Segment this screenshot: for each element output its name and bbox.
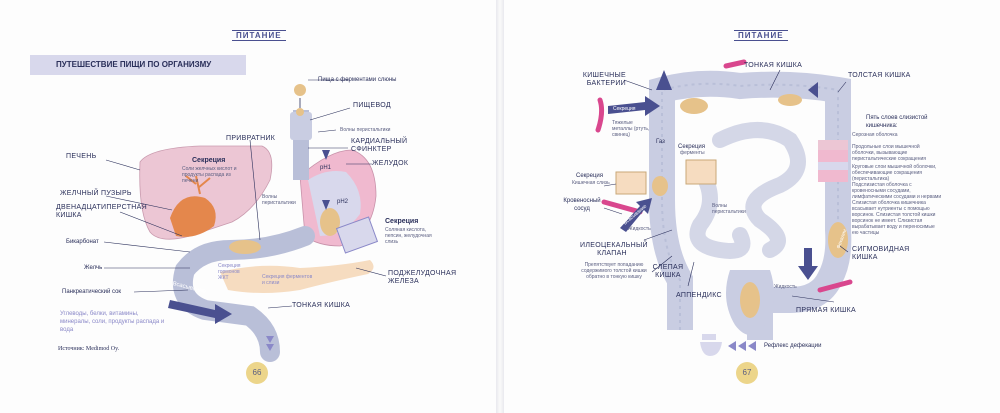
section-header-left: ПИТАНИЕ — [232, 30, 286, 41]
label-secretion-stomach-title: Секреция — [385, 218, 419, 225]
label-peristalsis-waves: Волны перистальтики — [340, 127, 391, 133]
label-peristalsis-right: Волны перистальтики — [712, 203, 746, 215]
pancreas-shape — [220, 260, 374, 293]
label-secretion-enzymes-title: Секреция — [678, 144, 706, 150]
label-large-intestine: ТОЛСТАЯ КИШКА — [848, 72, 911, 79]
label-bicarbonate: Бикарбонат — [66, 239, 99, 245]
book-gutter — [496, 0, 504, 413]
label-secretion-mucus-title: Секреция — [576, 173, 604, 179]
label-rectum: ПРЯМАЯ КИШКА — [796, 307, 856, 314]
label-ileocecal-valve: ИЛЕОЦЕКАЛЬНЫЙ КЛАПАН — [580, 242, 648, 257]
food-bolus — [294, 84, 306, 96]
mucosa-layers-block — [818, 140, 848, 182]
label-secretion-enzymes-text: ферменты — [680, 150, 705, 156]
label-secretion-arrow: Секреция — [613, 106, 636, 112]
absorption-arrow-left — [168, 300, 232, 324]
page-number-right: 67 — [736, 362, 758, 384]
label-gas: Газ — [656, 139, 665, 145]
label-valve-note: Препятствует попаданию содержимого толст… — [581, 262, 647, 280]
absorption-arrow-right — [620, 198, 652, 232]
label-secretion-bile-text: Соли желчных кислот и продукты распада и… — [182, 166, 237, 184]
label-esophagus: ПИЩЕВОД — [353, 102, 391, 109]
label-liquid-2: Жидкость — [774, 284, 797, 290]
layer-item: Продольные слои мышечной оболочки, вызыв… — [852, 144, 927, 162]
layer-item: Подслизистая оболочка с кровеносными сос… — [852, 182, 942, 200]
layer-item: Круговые слои мышечной оболочки, обеспеч… — [852, 164, 937, 182]
secretion-arrow — [608, 96, 660, 116]
layer-item: Серозная оболочка — [852, 132, 898, 138]
label-pancreas: ПОДЖЕЛУДОЧНАЯ ЖЕЛЕЗА — [388, 270, 457, 285]
label-appendix: АППЕНДИКС — [676, 292, 722, 299]
label-gallbladder: ЖЕЛЧНЫЙ ПУЗЫРЬ — [60, 190, 132, 197]
toilet-icon — [700, 334, 722, 356]
page-title: ПУТЕШЕСТВИЕ ПИЩИ ПО ОРГАНИЗМУ — [56, 60, 212, 69]
label-small-intestine-right: ТОНКАЯ КИШКА — [744, 62, 803, 69]
label-cardiac-sphincter: КАРДИАЛЬНЫЙ СФИНКТЕР — [351, 138, 408, 153]
label-secretion-enzymes: Секреция ферментов и слизи — [262, 274, 313, 286]
page-number-left: 66 — [246, 362, 268, 384]
enzyme-secretion-box — [685, 159, 717, 185]
label-liver: ПЕЧЕНЬ — [66, 153, 97, 160]
label-cecum: СЛЕПАЯ КИШКА — [652, 264, 684, 279]
title-bar — [30, 55, 246, 75]
mucus-secretion-box — [615, 171, 647, 195]
section-header-right: ПИТАНИЕ — [734, 30, 788, 41]
label-layers-title: Пять слоев слизистой кишечника: — [866, 115, 928, 129]
gallbladder-shape — [170, 196, 216, 237]
gastric-secretion-box — [335, 216, 379, 254]
label-defecation: Рефлекс дефекации — [764, 343, 822, 349]
label-heavy-metals: Тяжелые металлы (ртуть, свинец) — [612, 120, 650, 138]
label-blood-vessel: Кровеносный сосуд — [563, 198, 601, 212]
label-food: Пища с ферментами слюны — [318, 77, 397, 83]
label-small-intestine-left: ТОНКАЯ КИШКА — [292, 302, 351, 309]
label-secretion-hormones: Секреция гормонов ЖКТ — [218, 263, 241, 281]
source-note: Источник: Medimod Oy. — [58, 346, 120, 352]
label-bile: Желчь — [84, 265, 103, 271]
label-bacteria: КИШЕЧНЫЕ БАКТЕРИИ — [582, 72, 626, 87]
layer-item: Слизистая оболочка кишечника всасывает н… — [852, 200, 936, 236]
label-secretion-mucus-text: Кишечная слизь — [572, 180, 610, 186]
label-nutrients: Углеводы, белки, витамины, минералы, сол… — [60, 311, 165, 333]
label-secretion-stomach-text: Соляная кислота, пепсин, желудочная слиз… — [385, 227, 432, 245]
label-pylorus: ПРИВРАТНИК — [226, 135, 276, 142]
label-stomach: ЖЕЛУДОК — [372, 160, 409, 167]
label-secretion-bile-title: Секреция — [192, 157, 226, 164]
label-ph2: pH2 — [337, 199, 349, 205]
gas-arrow — [656, 70, 672, 90]
label-sigmoid: СИГМОВИДНАЯ КИШКА — [852, 246, 910, 261]
label-ph1: pH1 — [320, 165, 332, 171]
feces-arrow — [798, 248, 818, 280]
label-pancreatic-juice: Панкреатический сок — [62, 289, 122, 295]
label-peristalsis-vertical: Волны перистальтики — [262, 194, 296, 206]
label-liquid: Жидкость — [628, 226, 651, 232]
label-duodenum: ДВЕНАДЦАТИПЕРСТНАЯ КИШКА — [56, 204, 147, 219]
